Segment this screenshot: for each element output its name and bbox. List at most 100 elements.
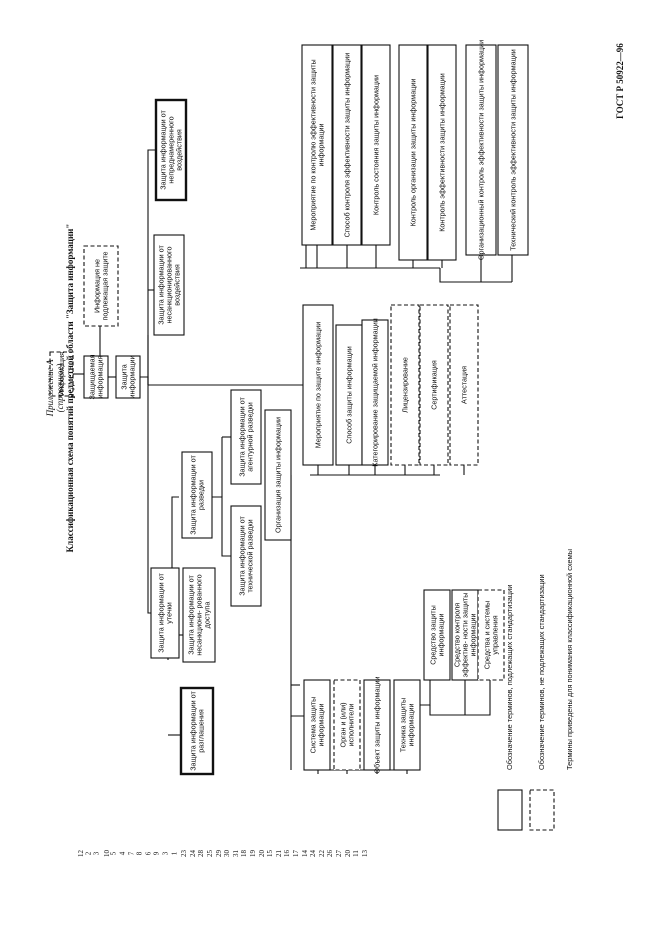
node-label: Защищаемаяинформация (87, 354, 104, 399)
node-label: Защита информации отутечки (156, 573, 173, 653)
term-number: 30 (223, 850, 232, 857)
node-label: Защитаинформации (119, 356, 136, 399)
node-sredstvo: Средство защитыинформации (423, 589, 451, 681)
term-number: 15 (266, 850, 275, 857)
legend-swatch (497, 789, 523, 831)
node-label: Контроль организации защиты информации (409, 79, 418, 227)
node-sposob: Способ защиты информации (335, 324, 363, 466)
legend-item: Обозначение терминов, не подлежащих стан… (529, 574, 555, 831)
node-organ: Орган и (или)исполнители (333, 679, 361, 771)
node-tekhnika: Техника защитыинформации (393, 679, 421, 771)
term-number: 31 (231, 850, 240, 857)
node-organizaciya: Организация защиты информации (264, 409, 292, 541)
term-number: 28 (197, 850, 206, 857)
term-number: 17 (292, 850, 300, 857)
term-number: 21 (274, 850, 283, 857)
node-ot-nepredn: Защита информации отнепреднамеренноговоз… (154, 98, 188, 202)
term-number: 23 (180, 850, 189, 857)
legend-text: Обозначение терминов, не подлежащих стан… (537, 574, 546, 770)
node-label: Аттестация (460, 366, 469, 404)
node-label: Организация защиты информации (274, 417, 283, 533)
connector-line (147, 420, 151, 614)
term-number: 2 (83, 851, 92, 856)
node-label: Объект защиты информации (373, 676, 382, 773)
connector-line (147, 149, 156, 385)
term-number: 18 (240, 850, 249, 857)
term-number: 3 (92, 851, 101, 856)
term-number: 3 (161, 851, 170, 856)
node-ot-razvedki: Защита информации отразведки (181, 451, 213, 539)
node-label: Информация неподлежащая защите (92, 251, 109, 320)
connector-line (420, 680, 431, 706)
term-number: 26 (326, 850, 335, 857)
node-ot-agent-razvedki: Защита информации отагентурной разведки (230, 389, 262, 485)
node-tekh-kontrol: Технический контроль эффективности защит… (497, 44, 529, 256)
node-label: Сертификация (430, 360, 439, 410)
term-number: 19 (249, 850, 257, 857)
connector-line (171, 496, 179, 568)
node-label: Контроль состояния защиты информации (372, 75, 381, 215)
node-kontrol-sostoyaniya: Контроль состояния защиты информации (361, 44, 391, 246)
connector-line (439, 268, 512, 283)
node-sredstva-sistemy: Средства и системыуправления (477, 589, 505, 681)
connector-line (290, 475, 304, 717)
node-obekt: Объект защиты информации (363, 676, 391, 774)
node-licenzirovanie: Лицензирование (390, 304, 420, 466)
node-label: Технический контроль эффективности защит… (509, 49, 518, 251)
term-number: 7 (126, 851, 135, 856)
term-number: 4 (118, 851, 127, 856)
term-number: 1 (169, 851, 178, 856)
document-code: ГОСТ Р 50922—96 (615, 43, 625, 119)
node-sistema: Система защитыинформации (303, 679, 331, 771)
node-zashchishchaemaya: Защищаемаяинформация (83, 354, 109, 400)
term-number: 9 (152, 851, 161, 856)
term-number: 22 (317, 850, 326, 857)
node-attestaciya: Аттестация (449, 304, 479, 466)
node-mer-kontrol: Мероприятие по контролю эффективности за… (301, 44, 333, 246)
legend-text: Обозначение терминов, подлежащих стандар… (505, 585, 514, 770)
node-label: Контроль эффективности защиты информации (438, 73, 447, 232)
legend-swatch (529, 789, 555, 831)
term-number: 14 (300, 850, 309, 857)
node-label: Защита информации отнесанкционированного… (156, 245, 181, 325)
node-kontrol-eff: Контроль эффективности защиты информации (427, 44, 457, 261)
node-label: Защита информации отнесанкциони- рованно… (186, 574, 211, 655)
node-label: Защита информации отразведки (188, 455, 205, 535)
term-number: 8 (135, 851, 144, 856)
node-label: Техника защитыинформации (398, 698, 415, 752)
page-title: Классификационная схема понятий предметн… (65, 223, 75, 553)
node-ot-nsd-dostupa: Защита информации отнесанкциони- рованно… (182, 567, 216, 663)
term-number: 6 (144, 851, 153, 856)
node-ot-utechki: Защита информации отутечки (150, 567, 180, 659)
node-label: Организационный контроль эффективности з… (477, 40, 486, 260)
node-ne-podlezhashchaya: Информация неподлежащая защите (83, 245, 119, 327)
connector-line (140, 376, 149, 420)
term-number: 20 (257, 850, 266, 857)
term-number: 24 (188, 850, 197, 857)
term-number: 24 (309, 850, 318, 857)
node-org-kontrol: Организационный контроль эффективности з… (465, 40, 497, 260)
node-label: Информация (57, 352, 66, 396)
node-sredstvo-kontrolya: Средство контроляэффектив- ности защитыи… (451, 589, 479, 681)
node-label: Способ контроля эффективности защиты инф… (343, 53, 352, 238)
connector-line (212, 496, 231, 557)
node-label: Средства и системыуправления (482, 601, 499, 669)
node-label: Орган и (или)исполнители (338, 702, 355, 747)
term-number: 13 (360, 850, 369, 857)
node-label: Средство защитыинформации (428, 605, 445, 665)
node-label: Лицензирование (401, 357, 410, 413)
node-label: Защита информации отагентурной разведки (237, 397, 254, 477)
term-number: 27 (335, 850, 343, 857)
node-label: Защита информации отнепреднамеренноговоз… (158, 110, 183, 190)
term-number: 5 (109, 851, 118, 856)
node-meropriyatie: Мероприятие по защите информации (302, 304, 334, 466)
node-label: Средство контроляэффектив- ности защитыи… (452, 593, 477, 678)
node-label: Способ защиты информации (345, 346, 354, 444)
node-informaciya: Информация (49, 351, 74, 397)
node-label: Система защитыинформации (308, 697, 325, 754)
node-label: Мероприятие по контролю эффективности за… (308, 59, 325, 230)
term-number: 16 (283, 850, 292, 857)
node-ot-nsd-vozd: Защита информации отнесанкционированного… (153, 234, 185, 336)
